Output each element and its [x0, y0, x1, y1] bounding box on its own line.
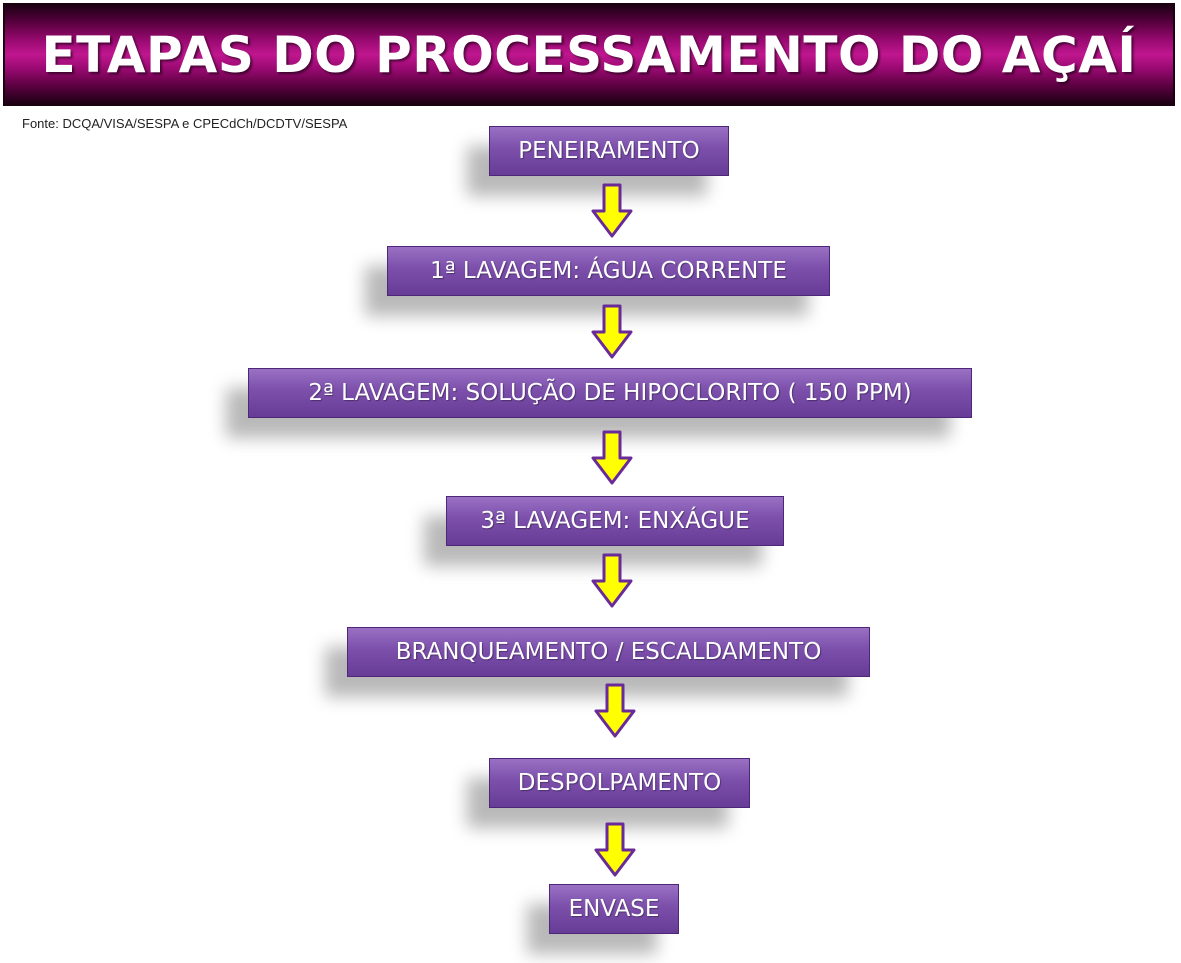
- step-peneiramento: PENEIRAMENTO: [489, 126, 729, 176]
- step-despolpamento: DESPOLPAMENTO: [489, 758, 750, 808]
- arrow-down-icon: [594, 683, 636, 739]
- step-envase: ENVASE: [549, 884, 679, 934]
- step-primeira-lavagem: 1ª LAVAGEM: ÁGUA CORRENTE: [387, 246, 830, 296]
- arrow-down-icon: [591, 553, 633, 609]
- step-terceira-lavagem: 3ª LAVAGEM: ENXÁGUE: [446, 496, 784, 546]
- source-note: Fonte: DCQA/VISA/SESPA e CPECdCh/DCDTV/S…: [22, 116, 348, 131]
- arrow-down-icon: [591, 304, 633, 360]
- step-segunda-lavagem: 2ª LAVAGEM: SOLUÇÃO DE HIPOCLORITO ( 150…: [248, 368, 972, 418]
- page-title: ETAPAS DO PROCESSAMENTO DO AÇAÍ: [41, 25, 1137, 84]
- step-branqueamento: BRANQUEAMENTO / ESCALDAMENTO: [347, 627, 870, 677]
- title-bar: ETAPAS DO PROCESSAMENTO DO AÇAÍ: [3, 3, 1175, 106]
- arrow-down-icon: [594, 822, 636, 878]
- arrow-down-icon: [591, 430, 633, 486]
- arrow-down-icon: [591, 183, 633, 239]
